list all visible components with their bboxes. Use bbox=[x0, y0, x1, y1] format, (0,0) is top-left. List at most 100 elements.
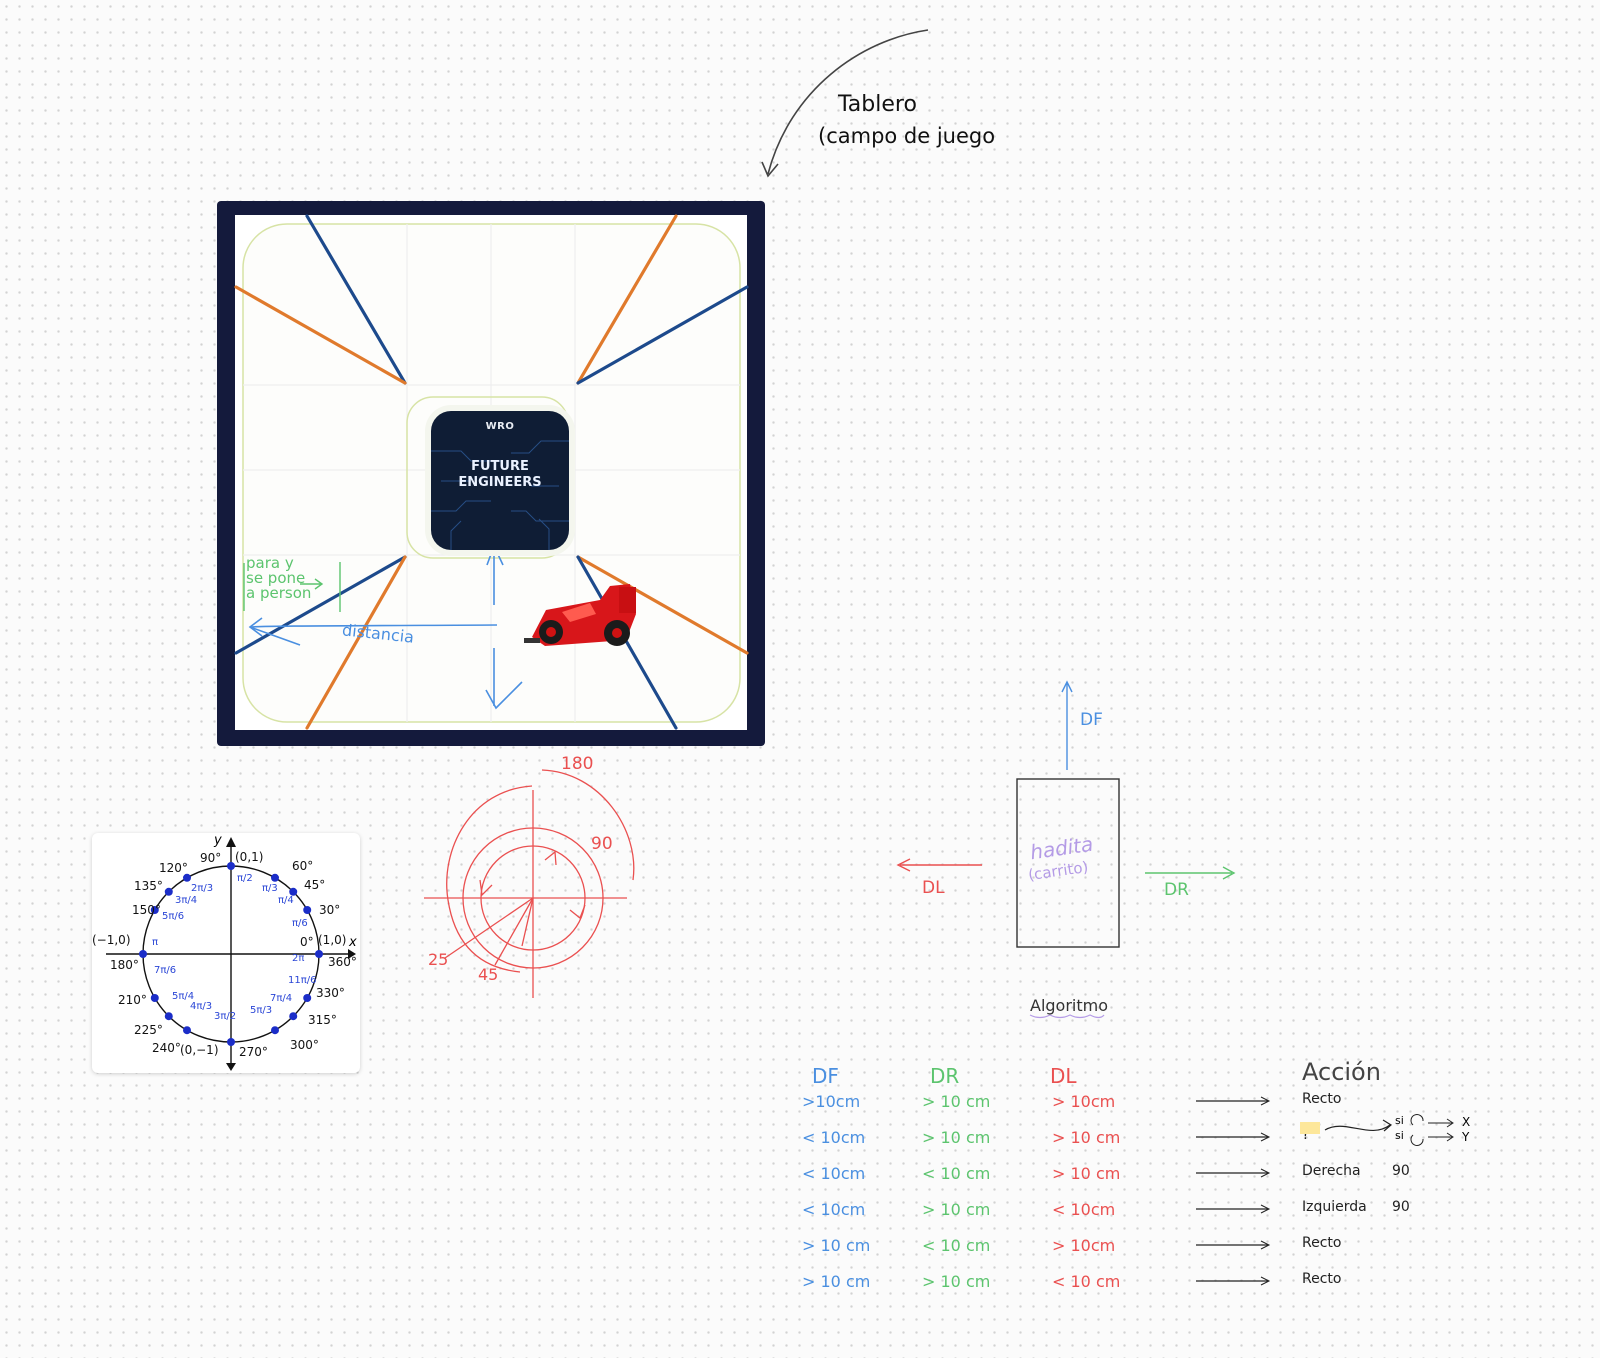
row-arrow-head bbox=[1260, 1168, 1271, 1178]
branch-si-2: si bbox=[1395, 1129, 1404, 1142]
unit-circle-radian-label: 11π/6 bbox=[288, 975, 317, 986]
unit-circle-degree-label: 180° bbox=[110, 958, 139, 972]
unit-circle-degree-label: 45° bbox=[304, 878, 326, 892]
tablero-label-line2: (campo de juego bbox=[818, 124, 996, 148]
unit-circle-degree-label: 60° bbox=[292, 859, 314, 873]
future-engineers-title: FUTURE ENGINEERS bbox=[431, 459, 569, 491]
row-dl-cell: > 10cm bbox=[1052, 1092, 1116, 1111]
tablero-arrow bbox=[767, 29, 929, 175]
unit-circle-degree-label: 300° bbox=[290, 1038, 319, 1052]
unit-circle-point bbox=[289, 1012, 298, 1021]
unit-circle-degree-label: 225° bbox=[134, 1023, 163, 1037]
unit-circle-point bbox=[227, 862, 235, 870]
unit-circle-diagram bbox=[106, 837, 356, 1071]
green-note-line1: para y bbox=[246, 554, 294, 572]
row-dl-cell: < 10cm bbox=[1052, 1200, 1116, 1219]
angle-90-label: 90 bbox=[591, 834, 613, 854]
row-arrow-head bbox=[1260, 1204, 1271, 1214]
table-header-dl: DL bbox=[1050, 1064, 1077, 1088]
unit-circle-degree-label: 135° bbox=[134, 879, 163, 893]
tablero-arrow-head bbox=[761, 161, 779, 178]
row-df-cell: > 10 cm bbox=[802, 1236, 871, 1255]
dr-label: DR bbox=[1164, 880, 1189, 900]
unit-circle-degree-label: 120° bbox=[159, 861, 188, 875]
unit-circle-degree-label: 240° bbox=[152, 1041, 181, 1055]
unit-circle-point bbox=[139, 950, 147, 958]
row-dr-cell: > 10 cm bbox=[922, 1092, 991, 1111]
unit-circle-coord-label: (0,−1) bbox=[180, 1043, 219, 1057]
unit-circle-radian-label: π/4 bbox=[278, 895, 294, 906]
unit-circle-point bbox=[303, 994, 312, 1002]
table-header-df: DF bbox=[812, 1064, 839, 1088]
unit-circle-radian-label: 2π bbox=[292, 953, 305, 964]
unit-circle-radian-label: π/3 bbox=[262, 883, 278, 894]
unit-circle-point bbox=[289, 887, 298, 896]
row-action-cell: Recto bbox=[1302, 1235, 1342, 1251]
dl-label: DL bbox=[922, 878, 945, 898]
row-arrow-head bbox=[1260, 1096, 1271, 1106]
row-action-cell: ? bbox=[1302, 1127, 1310, 1143]
row-dr-cell: > 10 cm bbox=[922, 1272, 991, 1291]
angle-45-label: 45 bbox=[478, 965, 499, 984]
unit-circle-degree-label: 150° bbox=[132, 903, 161, 917]
axis-x-label: x bbox=[349, 935, 357, 950]
unit-circle-radian-label: 5π/6 bbox=[162, 911, 185, 922]
unit-circle-radian-label: 3π/4 bbox=[175, 895, 198, 906]
unit-circle-radian-label: 2π/3 bbox=[191, 883, 214, 894]
row-dr-cell: > 10 cm bbox=[922, 1200, 991, 1219]
row-dl-cell: > 10cm bbox=[1052, 1236, 1116, 1255]
angle-25-label: 25 bbox=[428, 950, 449, 969]
unit-circle-point bbox=[183, 1026, 191, 1035]
branch-si-1: si bbox=[1395, 1114, 1404, 1127]
row-df-cell: < 10cm bbox=[802, 1128, 866, 1147]
row-dr-cell: < 10 cm bbox=[922, 1236, 991, 1255]
unit-circle-degree-label: 360° bbox=[328, 955, 357, 969]
unit-circle-point bbox=[303, 906, 312, 914]
branch-out-x: X bbox=[1462, 1115, 1471, 1129]
unit-circle-point bbox=[227, 1038, 235, 1046]
unit-circle-degree-label: 90° bbox=[200, 851, 222, 865]
row-action-cell: Derecha bbox=[1302, 1163, 1361, 1179]
row-arrow-head bbox=[1260, 1276, 1271, 1286]
unit-circle-point bbox=[315, 950, 323, 958]
unit-circle-radian-label: 7π/6 bbox=[154, 965, 177, 976]
wro-logo-text: WRO bbox=[485, 421, 515, 432]
tablero-label-line1: Tablero bbox=[838, 92, 917, 117]
unit-circle-point bbox=[164, 1012, 173, 1021]
green-note-line3: a person bbox=[246, 584, 312, 602]
df-label: DF bbox=[1080, 710, 1103, 730]
logo-line1: FUTURE bbox=[471, 459, 529, 474]
unit-circle-degree-label: 210° bbox=[118, 993, 147, 1007]
unit-circle-radian-label: 3π/2 bbox=[214, 1011, 237, 1022]
unit-circle-degree-label: 330° bbox=[316, 986, 345, 1000]
unit-circle-point bbox=[164, 887, 173, 896]
row-action-cell: Recto bbox=[1302, 1271, 1342, 1287]
unit-circle-degree-label: 30° bbox=[319, 903, 341, 917]
row-df-cell: < 10cm bbox=[802, 1164, 866, 1183]
row-df-cell: >10cm bbox=[802, 1092, 861, 1111]
green-note: para y se pone a person bbox=[246, 556, 311, 601]
unit-circle-coord-label: (−1,0) bbox=[92, 933, 131, 947]
unit-circle-radian-label: 7π/4 bbox=[270, 993, 293, 1004]
unit-circle-degree-label: 0° bbox=[300, 935, 314, 949]
row-dl-cell: > 10 cm bbox=[1052, 1164, 1121, 1183]
green-note-bracket bbox=[243, 562, 341, 612]
row-angle-cell: 90 bbox=[1392, 1163, 1410, 1179]
wro-logo-card: WRO FUTURE ENGINEERS bbox=[431, 411, 569, 550]
logo-line2: ENGINEERS bbox=[458, 475, 542, 490]
unit-circle-point bbox=[150, 994, 159, 1002]
row-arrow-head bbox=[1260, 1240, 1271, 1250]
branch-out-y: Y bbox=[1462, 1130, 1470, 1144]
unit-circle-radian-label: 4π/3 bbox=[190, 1001, 213, 1012]
angle-180-label: 180 bbox=[561, 754, 594, 774]
unit-circle-point bbox=[150, 906, 159, 914]
algoritmo-underline bbox=[1029, 1014, 1105, 1019]
algorithm-title: Algoritmo bbox=[1030, 996, 1109, 1015]
green-note-line2: se pone bbox=[246, 569, 306, 587]
row-df-cell: > 10 cm bbox=[802, 1272, 871, 1291]
row-angle-cell: 90 bbox=[1392, 1199, 1410, 1215]
table-header-action: Acción bbox=[1302, 1058, 1381, 1086]
